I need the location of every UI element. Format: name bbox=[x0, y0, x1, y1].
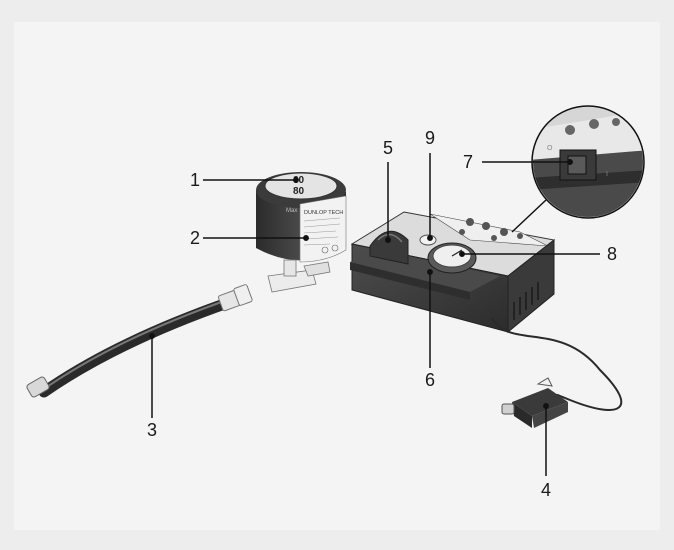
sealant-canister: 60 80 Max 114 E8 DUNLOP TECH bbox=[256, 172, 347, 293]
callout-1: 1 bbox=[189, 170, 200, 190]
svg-text:O: O bbox=[547, 145, 553, 152]
power-cable bbox=[491, 317, 623, 411]
callout-5: 5 bbox=[382, 138, 393, 158]
callout-4: 4 bbox=[540, 480, 551, 500]
cap-text-bottom: 80 bbox=[293, 186, 305, 197]
switch-detail-inset: O I bbox=[511, 105, 645, 233]
callout-3: 3 bbox=[146, 420, 157, 440]
callout-8: 8 bbox=[606, 244, 617, 264]
filling-hose bbox=[26, 284, 253, 398]
callout-7: 7 bbox=[462, 152, 473, 172]
callout-2: 2 bbox=[189, 228, 200, 248]
leader-lines bbox=[149, 153, 600, 476]
compressor bbox=[350, 211, 556, 334]
callout-6: 6 bbox=[424, 370, 435, 390]
svg-text:I: I bbox=[606, 171, 608, 178]
canister-label-brand: DUNLOP TECH bbox=[304, 210, 343, 216]
power-plug bbox=[501, 377, 568, 428]
callout-9: 9 bbox=[424, 128, 435, 148]
